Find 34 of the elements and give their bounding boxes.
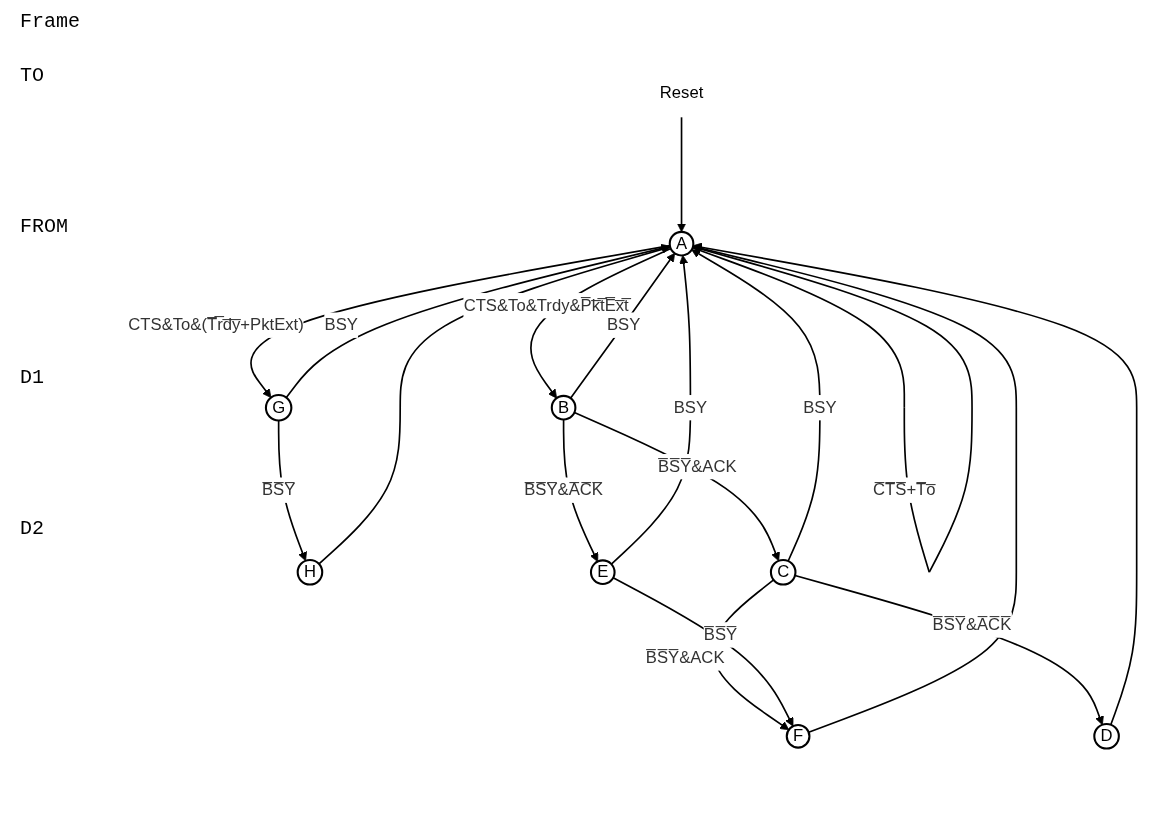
lane-label: FROM: [20, 214, 69, 240]
edge-label: C̅T̅S̅+T̅o̅: [873, 480, 936, 499]
node-circle: D: [1093, 722, 1120, 750]
lane-label: TO: [20, 63, 45, 89]
arrow: [692, 242, 1138, 726]
node-text: Reset: [659, 82, 704, 101]
edge-label: CTS&To&(T̅r̅d̅y̅+PktExt): [128, 315, 304, 334]
node-circle: B: [550, 394, 577, 421]
edge-label: CTS&To&Trdy&P̅k̅t̅E̅x̅t̅: [463, 296, 629, 314]
diagram-title: Frame: [20, 10, 80, 33]
edge-label: B̅S̅Y̅&ACK: [657, 457, 737, 475]
edge-label: B̅S̅Y̅: [261, 480, 296, 499]
edge-label: BSY: [673, 398, 708, 416]
arrow: [691, 249, 821, 562]
edge-label: B̅S̅Y̅: [703, 625, 738, 644]
arrow: [573, 411, 780, 562]
arrow: [676, 116, 687, 233]
edge-label: BSY: [606, 315, 641, 334]
node-circle: A: [668, 230, 695, 257]
edge-label: BSY: [803, 398, 837, 416]
lane-label: D2: [20, 516, 45, 542]
node-circle: F: [785, 723, 811, 749]
edge-label: B̅S̅Y̅&A̅C̅K̅: [524, 480, 603, 499]
arrow: [530, 247, 672, 399]
arrow: [612, 576, 794, 727]
node-circle: C: [769, 558, 797, 586]
node-circle: G: [264, 393, 293, 422]
lane-label: D1: [20, 365, 45, 391]
edge-label: B̅S̅Y̅&A̅C̅K̅: [932, 615, 1012, 634]
node-circle: H: [296, 558, 324, 586]
edge-label: B̅S̅Y̅&ACK: [645, 648, 725, 667]
arrow: [569, 252, 676, 399]
edge-label: BSY: [324, 315, 358, 334]
node-circle: E: [589, 559, 616, 585]
